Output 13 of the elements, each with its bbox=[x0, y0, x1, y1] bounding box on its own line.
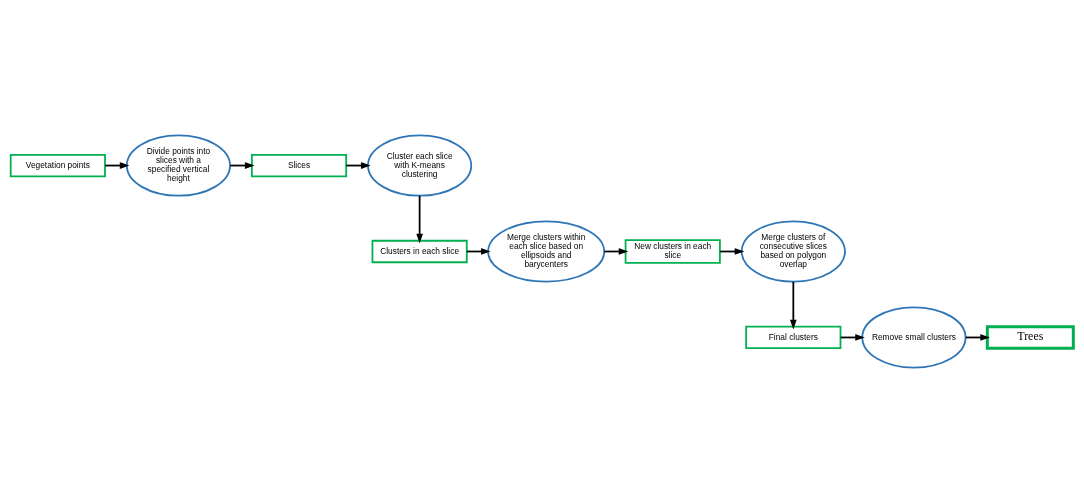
node-box: Slices bbox=[250, 153, 348, 178]
arrow bbox=[416, 194, 423, 244]
node-box: Vegetation points bbox=[9, 153, 106, 178]
node-box: New clusters in each slice bbox=[624, 239, 721, 264]
arrow bbox=[789, 280, 797, 330]
node-box: Final clusters bbox=[745, 325, 842, 350]
node-ellipse: Divide points into slices with a specified vertical height bbox=[125, 134, 231, 197]
node-ellipse: Merge clusters within each slice based on ellipsoids and barycenters bbox=[487, 220, 606, 283]
node-box: Trees bbox=[985, 325, 1075, 350]
node-ellipse: Remove small clusters bbox=[861, 306, 967, 369]
node-box: Clusters in each slice bbox=[371, 239, 468, 264]
node-ellipse: Cluster each slice with K-means clustering bbox=[367, 134, 473, 197]
node-ellipse: Merge clusters of consecutive slices based on polygon overlap bbox=[740, 220, 846, 283]
